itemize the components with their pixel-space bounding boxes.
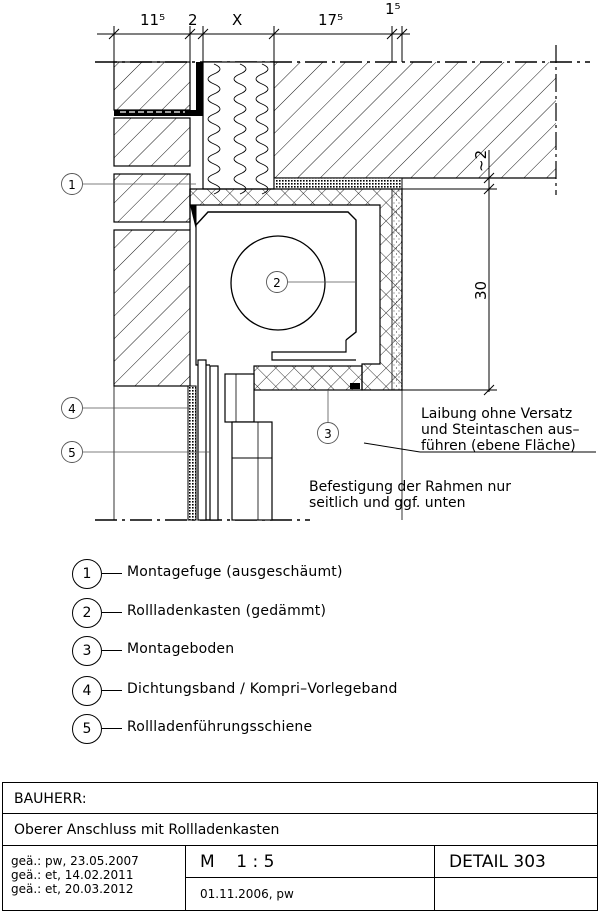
revision-1: geä.: pw, 23.05.2007 [11, 854, 139, 868]
plaster-reveal [391, 188, 403, 391]
masonry-wall [113, 61, 191, 520]
legend-item-2: 2 Rollladenkasten (gedämmt) [72, 598, 492, 630]
dim-label-2: 2 [188, 11, 198, 29]
legend-text-4: Dichtungsband / Kompri–Vorlegeband [127, 681, 398, 697]
detail-number: DETAIL 303 [449, 852, 546, 872]
svg-text:1: 1 [68, 178, 76, 192]
vertical-dimension-line [402, 150, 497, 396]
legend-item-3: 3 Montageboden [72, 636, 492, 668]
legend-text-5: Rollladenführungsschiene [127, 719, 313, 735]
note-leader [363, 442, 421, 453]
callout-5: 5 [61, 441, 210, 463]
date-cell: 01.11.2006, pw [186, 878, 435, 910]
note-laibung-2: und Steintaschen aus– [421, 422, 579, 438]
revision-cell: geä.: pw, 23.05.2007 geä.: et, 14.02.201… [3, 846, 186, 910]
dim-label-4: 1⁵ [385, 0, 401, 18]
detail-cell: DETAIL 303 [435, 846, 597, 878]
svg-text:2: 2 [273, 276, 281, 290]
title-row: Oberer Anschluss mit Rollladenkasten [3, 814, 597, 846]
legend-number-1: 1 [72, 559, 102, 589]
callout-2: 2 [266, 271, 356, 293]
date-text: 01.11.2006, pw [200, 887, 294, 901]
svg-text:5: 5 [68, 446, 76, 460]
drawing-title: Oberer Anschluss mit Rollladenkasten [14, 822, 280, 838]
steel-angle [114, 62, 203, 116]
legend-item-4: 4 Dichtungsband / Kompri–Vorlegeband [72, 676, 492, 708]
legend-number-2: 2 [72, 598, 102, 628]
window-frame [224, 373, 273, 521]
note-befestigung-1: Befestigung der Rahmen nur [309, 479, 511, 495]
legend-number-4: 4 [72, 676, 102, 706]
top-dimension-line [97, 26, 410, 62]
concrete-ceiling-slab [273, 62, 556, 179]
guide-rail [197, 359, 219, 521]
mounting-floor [253, 365, 363, 391]
dim-label-1: 11⁵ [140, 11, 165, 29]
svg-text:3: 3 [324, 427, 332, 441]
revision-2: geä.: et, 14.02.2011 [11, 868, 134, 882]
callout-1: 1 [61, 173, 196, 195]
section-drawing: 11⁵ 2 X 17⁵ 1⁵ ~2 30 1 2 3 4 5 [61, 0, 596, 521]
sealing-tape [187, 385, 197, 521]
revision-3: geä.: et, 20.03.2012 [11, 882, 134, 896]
sealing-strip-top [273, 177, 403, 190]
legend-dash [102, 650, 122, 651]
callout-3: 3 [317, 390, 339, 444]
note-laibung-1: Laibung ohne Versatz [421, 406, 572, 422]
dim-label-height: 30 [472, 281, 490, 300]
insulation-layer [202, 61, 275, 195]
legend-dash [102, 573, 122, 574]
note-befestigung-2: seitlich und ggf. unten [309, 495, 465, 511]
scale-text: M 1 : 5 [200, 852, 275, 872]
legend-text-2: Rollladenkasten (gedämmt) [127, 603, 327, 619]
legend-dash [102, 612, 122, 613]
legend-number-3: 3 [72, 636, 102, 666]
dim-label-x: X [232, 11, 242, 29]
client-label: BAUHERR: [14, 791, 87, 807]
note-laibung-3: führen (ebene Fläche) [421, 438, 576, 454]
dim-label-gap: ~2 [472, 150, 490, 172]
dim-label-3: 17⁵ [318, 11, 343, 29]
title-block: BAUHERR: Oberer Anschluss mit Rollladenk… [2, 782, 598, 911]
legend-text-1: Montagefuge (ausgeschäumt) [127, 564, 343, 580]
legend-item-5: 5 Rollladenführungsschiene [72, 714, 492, 746]
legend-number-5: 5 [72, 714, 102, 744]
legend-dash [102, 728, 122, 729]
callout-4: 4 [61, 397, 190, 419]
client-row: BAUHERR: [3, 783, 597, 814]
scale-cell: M 1 : 5 [186, 846, 435, 878]
legend-text-3: Montageboden [127, 641, 235, 657]
legend-dash [102, 690, 122, 691]
legend-item-1: 1 Montagefuge (ausgeschäumt) [72, 559, 492, 591]
svg-text:4: 4 [68, 402, 76, 416]
